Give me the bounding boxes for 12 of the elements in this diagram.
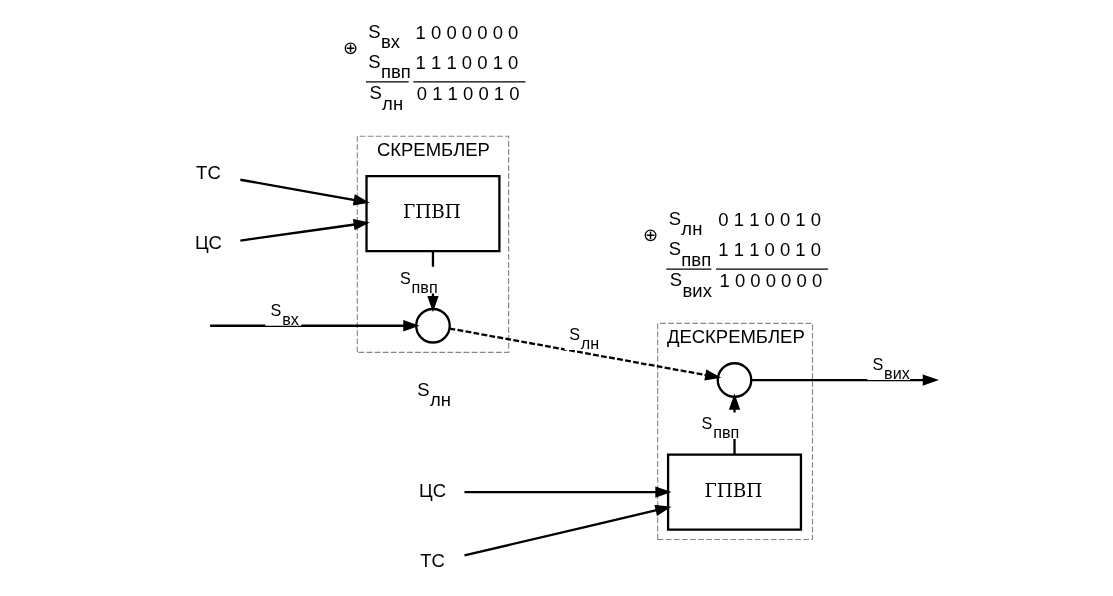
node-text: ЦС <box>194 232 222 254</box>
label: 1 0 0 0 0 0 0 <box>718 270 822 292</box>
node-text: ТС <box>419 549 445 571</box>
node-text: ТС <box>195 161 221 183</box>
label: 0 1 1 0 0 1 0 <box>416 83 519 105</box>
label: 1 0 0 0 0 0 0 <box>415 21 518 43</box>
label: ⊕ <box>642 224 658 246</box>
node-text: ЦС <box>418 479 446 501</box>
label: 1 1 1 0 0 1 0 <box>415 52 518 73</box>
label: 1 1 1 0 0 1 0 <box>717 239 821 261</box>
label: 0 1 1 0 0 1 0 <box>717 209 821 231</box>
label: ⊕ <box>342 36 358 58</box>
